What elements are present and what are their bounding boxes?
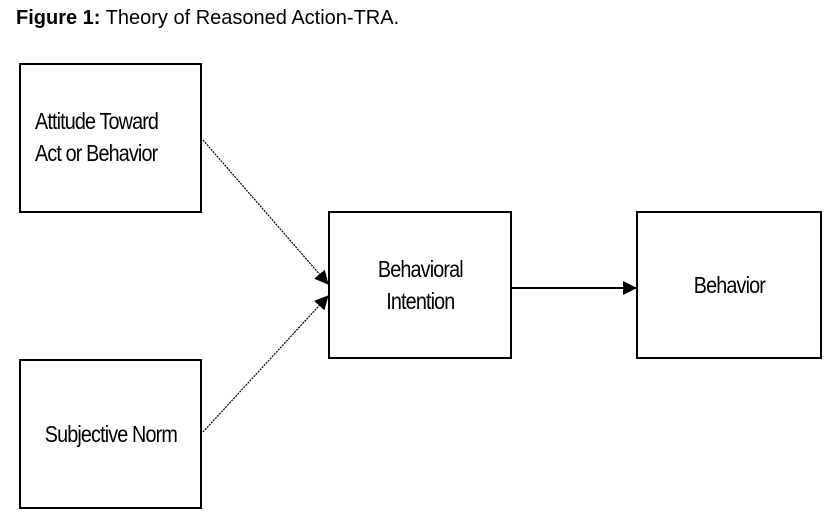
arrow-norm-to-intention — [202, 295, 329, 433]
node-intention-line2: Intention — [385, 288, 455, 314]
node-behavioral-intention: Behavioral Intention — [328, 211, 512, 359]
node-subjective-norm: Subjective Norm — [19, 359, 202, 509]
node-behavior: Behavior — [636, 211, 822, 359]
node-attitude-toward-act: Attitude Toward Act or Behavior — [19, 63, 202, 213]
node-intention-line1: Behavioral — [377, 256, 464, 282]
node-attitude-line2: Act or Behavior — [35, 140, 158, 166]
node-attitude-line1: Attitude Toward — [35, 108, 159, 134]
figure-title: Theory of Reasoned Action-TRA. — [105, 7, 400, 29]
figure-label: Figure 1: — [16, 7, 101, 29]
node-behavior-line1: Behavior — [693, 272, 765, 298]
figure-caption: Figure 1: Theory of Reasoned Action-TRA. — [16, 6, 399, 30]
arrow-attitude-to-intention — [202, 139, 329, 285]
node-norm-line1: Subjective Norm — [44, 421, 177, 447]
